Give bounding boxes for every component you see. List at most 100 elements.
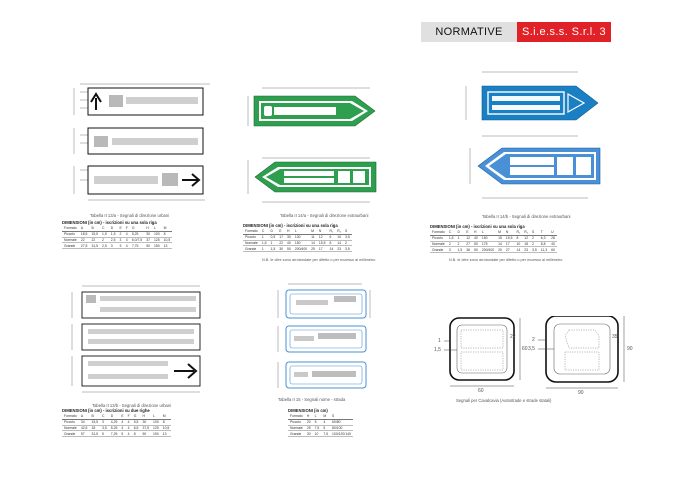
table-cell: Normale <box>62 237 79 244</box>
table-cell: 30 <box>304 430 313 438</box>
table-cell: 1 <box>259 245 269 253</box>
table-cell: 100 <box>151 419 161 426</box>
table-cell: 25 <box>304 425 313 432</box>
table-cell: 10,5 <box>161 237 173 244</box>
table-cell: 4 <box>123 237 130 244</box>
table-header-cell: M <box>496 230 504 236</box>
table-cell: Piccolo <box>430 235 447 242</box>
table-cell: 31,5 <box>89 430 101 438</box>
table-cell: 25 <box>309 245 317 253</box>
table-cell: Normale <box>243 240 260 247</box>
table-header-cell: A <box>78 226 90 232</box>
table-cell: 3,5 <box>343 234 352 241</box>
table-cell: 8 <box>514 235 523 242</box>
table-header-cell: Formato <box>62 226 79 232</box>
table-cell: 30 <box>140 419 152 426</box>
table-cell: 4 <box>125 419 132 426</box>
table-cell: 22 <box>89 237 101 244</box>
table-cell: 3 <box>100 419 109 426</box>
table-cell: 18 <box>89 425 101 432</box>
table-cell: 4 <box>125 425 132 432</box>
table-cell: Grande <box>62 242 79 250</box>
table-cell: 2,5 <box>100 242 109 250</box>
table-header-cell: T <box>538 230 550 236</box>
table-header-cell: R₂ <box>522 230 531 236</box>
dim-right-right-b: 90 <box>627 346 633 352</box>
table-cell: Grande <box>243 245 260 253</box>
table-cell: 5 <box>100 430 109 438</box>
table-cell: 80/100 <box>330 425 353 432</box>
table-cell: 7,25 <box>108 430 120 438</box>
table-cell: 23 <box>522 246 531 254</box>
table-header-cell: H <box>472 230 480 236</box>
table-header-cell: L <box>151 414 161 420</box>
table-cell: 36 <box>464 246 473 254</box>
table-header-cell: E <box>119 414 126 420</box>
table-cell: 20 <box>304 419 313 426</box>
table-header-cell: D <box>455 230 465 236</box>
table-header-cell: Formato <box>288 414 305 420</box>
table-cell: 1,5 <box>455 246 465 254</box>
table-cell: 1,5 <box>100 231 109 238</box>
header-section-title: NORMATIVE <box>421 22 517 42</box>
table-cell: 0,5 <box>268 234 278 241</box>
table-cell: 40 <box>549 241 557 248</box>
table-cell: 60/80 <box>330 419 353 426</box>
urban-two-line-sign-plain <box>81 323 201 351</box>
green-sign-drawings <box>247 87 377 203</box>
page-header: NORMATIVE S.i.e.s.s. S.r.l. 3 <box>421 22 611 42</box>
dim-right-mid: 3,5 <box>528 346 535 352</box>
rounding-note: N.B. le cifre sono arrotondate per difet… <box>449 258 563 262</box>
table-header-cell: B <box>89 226 101 232</box>
table-cell: 3 <box>117 237 124 244</box>
dim-right-bottom: 90 <box>578 390 584 396</box>
table-cell: 5,5 <box>131 419 141 426</box>
table-cell: 5 <box>312 419 322 426</box>
table-header-cell: U <box>549 230 557 236</box>
table-header-cell: Formato <box>430 230 447 236</box>
table-header-cell: D <box>268 229 278 235</box>
caption: Tabella II 15 - Segnali nome - strada <box>278 397 346 402</box>
table-cell: 3 <box>108 242 118 250</box>
table-cell: 1,5 <box>268 245 278 253</box>
table-title: DIMENSIONI (in cm) - iscrizioni su una s… <box>62 220 157 225</box>
table-cell: 1,5 <box>259 240 269 247</box>
table-header-cell: R₂ <box>335 229 344 235</box>
dim-left-bottom: 60 <box>478 388 484 394</box>
table-cell: Normale <box>62 425 79 432</box>
table-cell: 15,5 <box>316 240 328 247</box>
table-header-cell: L <box>312 414 322 420</box>
up-arrow-icon <box>90 92 102 110</box>
panel-urban-direction-single-line: Tabella II 13/a - Segnali di direzione u… <box>60 70 220 220</box>
table-header-cell: Formato <box>62 414 79 420</box>
table-cell: 6,5 <box>131 425 141 432</box>
table-cell: 100 <box>151 231 162 238</box>
dim-left-mid: 1,5 <box>434 347 441 353</box>
urban-sign-drawings <box>73 83 210 201</box>
table-title: DIMENSIONI (in cm) <box>288 408 328 413</box>
table-header-cell: R₁ <box>514 230 523 236</box>
table-header-cell: C <box>446 230 456 236</box>
table-cell: Normale <box>288 425 305 432</box>
table-cell: 4 <box>321 419 331 426</box>
table-cell: 15,5 <box>89 419 101 426</box>
table-cell: 15,5 <box>89 231 101 238</box>
table-cell: 1,5 <box>446 235 456 242</box>
table-cell: 17 <box>503 241 515 248</box>
table-cell: 2 <box>455 241 465 248</box>
dim-left-right-b: 60 <box>522 346 528 352</box>
table-header-cell: C <box>259 229 269 235</box>
table-header-cell: D <box>108 226 118 232</box>
table-cell: 130 <box>292 234 310 241</box>
table-cell: 50 <box>285 245 293 253</box>
table-cell: 3,5 <box>343 245 352 253</box>
table-cell: 125 <box>151 237 162 244</box>
table-header-cell: N <box>316 229 328 235</box>
